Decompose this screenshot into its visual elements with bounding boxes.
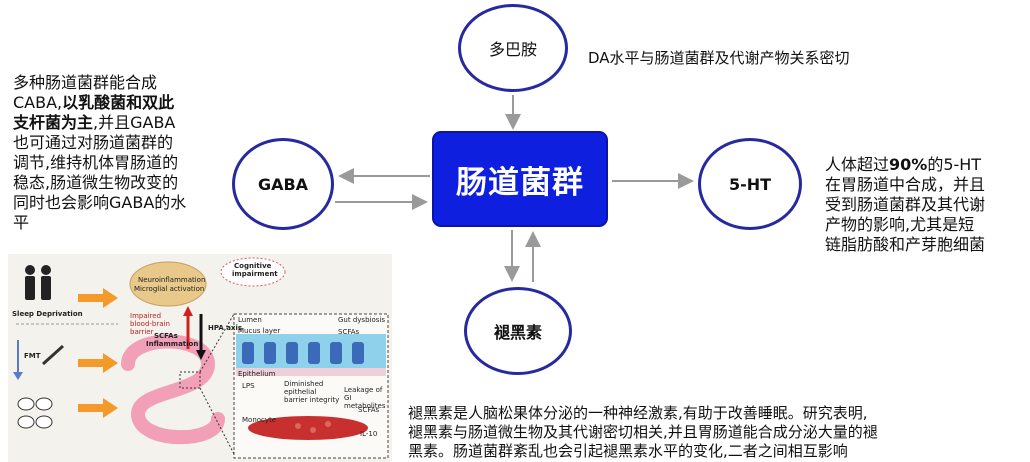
label-impairment: impairment xyxy=(232,270,278,278)
label-scfas-2: SCFAs xyxy=(338,328,360,336)
label-monocyte: Monocyte xyxy=(242,416,277,424)
node-gut-microbiota: 肠道菌群 xyxy=(432,131,608,227)
brain-icon xyxy=(129,261,207,307)
melatonin-note: 褪黑素是人脑松果体分泌的一种神经激素,有助于改善睡眠。研究表明, 褪黑素与肠道微… xyxy=(408,404,878,460)
label-neuroinflammation: Neuroinflammation xyxy=(138,276,206,284)
node-gut-microbiota-label: 肠道菌群 xyxy=(456,164,584,201)
label-microglial: Microglial activation xyxy=(134,285,205,293)
label-inflammation: Inflammation xyxy=(146,340,199,348)
label-fmt: FMT xyxy=(24,352,41,360)
label-lumen: Lumen xyxy=(238,316,262,324)
node-melatonin-label: 褪黑素 xyxy=(493,323,542,342)
node-serotonin: 5-HT xyxy=(698,138,802,230)
label-scfas-3: SCFAs xyxy=(358,406,380,414)
label-diminished-barrier: Diminished epithelial barrier integrity xyxy=(284,380,340,404)
gut-brain-figure: Sleep Deprivation FMT Cognitive impairme… xyxy=(8,254,392,462)
serotonin-note: 人体超过90%的5-HT 在胃肠道中合成，并且 受到肠道菌群及其代谢 产物的影响… xyxy=(825,155,986,254)
mouse-icon xyxy=(17,397,53,429)
node-gaba-label: GABA xyxy=(257,174,309,194)
label-leakage: Leakage of GI metabolites xyxy=(344,386,386,410)
node-gaba: GABA xyxy=(232,138,334,230)
gaba-note: 多种肠道菌群能合成 CABA,以乳酸菌和双此 支杆菌为主,并且GABA 也可通过… xyxy=(13,73,187,232)
label-cognitive: Cognitive xyxy=(234,262,272,270)
figure-illustration xyxy=(13,257,389,459)
label-il10: IL-10 xyxy=(360,430,378,438)
label-sleep-deprivation: Sleep Deprivation xyxy=(12,310,83,318)
node-serotonin-label: 5-HT xyxy=(728,174,772,194)
label-hpa-axis: HPA axis xyxy=(208,324,243,332)
node-dopamine: 多巴胺 xyxy=(458,4,568,92)
label-epithelium: Epithelium xyxy=(238,370,276,378)
node-melatonin: 褪黑素 xyxy=(464,287,572,375)
label-impaired-bbb: Impaired blood-brain barrier xyxy=(130,312,170,336)
orange-arrow xyxy=(78,288,118,418)
label-mucus-layer: Mucus layer xyxy=(238,327,281,335)
label-scfas: SCFAs xyxy=(154,332,178,340)
label-lps: LPS xyxy=(242,382,255,390)
node-dopamine-label: 多巴胺 xyxy=(488,40,537,59)
intestine-icon xyxy=(121,334,225,445)
label-gut-dysbiosis: Gut dysbiosis xyxy=(338,316,385,324)
person-icon xyxy=(25,265,51,300)
dopamine-note: DA水平与肠道菌群及代谢产物关系密切 xyxy=(588,49,850,67)
